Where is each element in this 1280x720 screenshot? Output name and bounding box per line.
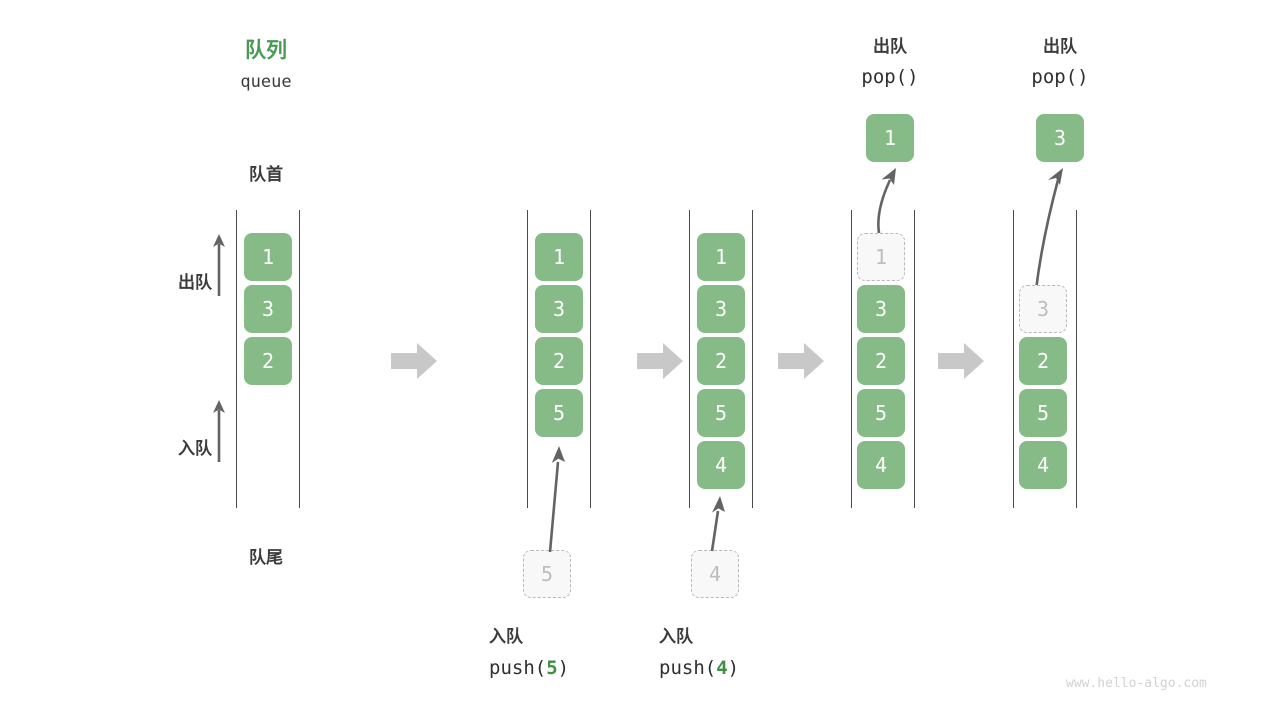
push-footer-label: 入队 — [659, 627, 693, 646]
queue-rail-right — [299, 210, 301, 508]
pop-flow-arrow-icon — [1034, 168, 1063, 291]
queue-cell: 1 — [244, 233, 292, 281]
side-label-push: 入队 — [178, 439, 212, 458]
push-direction-arrow-icon — [213, 400, 225, 462]
push-code-prefix: push( — [659, 657, 717, 679]
queue-rail-left — [851, 210, 853, 508]
pop-header-code: pop() — [861, 66, 919, 88]
popped-cell: 1 — [866, 114, 914, 162]
push-flow-arrow-icon — [548, 446, 565, 553]
queue-rail-right — [1076, 210, 1078, 508]
rear-label: 队尾 — [249, 548, 283, 567]
queue-cell-new: 5 — [535, 389, 583, 437]
step-arrow-icon — [391, 343, 437, 379]
queue-cell: 3 — [697, 285, 745, 333]
queue-rail-left — [527, 210, 529, 508]
popped-cell: 3 — [1036, 114, 1084, 162]
queue-cell: 2 — [535, 337, 583, 385]
push-flow-arrow-icon — [710, 496, 725, 552]
queue-title-cn: 队列 — [245, 39, 287, 62]
watermark: www.hello-algo.com — [1066, 676, 1207, 691]
push-code-arg: 5 — [546, 657, 558, 679]
queue-rail-right — [590, 210, 592, 508]
push-footer-label: 入队 — [489, 627, 523, 646]
queue-cell: 5 — [1019, 389, 1067, 437]
queue-cell: 2 — [697, 337, 745, 385]
queue-rail-right — [914, 210, 916, 508]
side-label-pop: 出队 — [178, 273, 212, 292]
queue-cell: 4 — [857, 441, 905, 489]
queue-cell: 3 — [857, 285, 905, 333]
front-label: 队首 — [249, 165, 283, 184]
queue-cell: 2 — [1019, 337, 1067, 385]
queue-cell: 2 — [244, 337, 292, 385]
step-arrow-icon — [778, 343, 824, 379]
pop-header-label: 出队 — [873, 37, 907, 56]
queue-cell: 4 — [1019, 441, 1067, 489]
push-code-suffix: ) — [557, 657, 570, 679]
queue-cell: 1 — [535, 233, 583, 281]
queue-cell: 1 — [697, 233, 745, 281]
push-code-prefix: push( — [489, 657, 547, 679]
queue-rail-left — [1013, 210, 1015, 508]
step-arrow-icon — [637, 343, 683, 379]
queue-cell-ghost: 3 — [1019, 285, 1067, 333]
push-code-arg: 4 — [716, 657, 728, 679]
push-code-suffix: ) — [727, 657, 740, 679]
queue-title-en: queue — [240, 72, 292, 92]
pop-header-label: 出队 — [1043, 37, 1077, 56]
pop-direction-arrow-icon — [213, 234, 225, 296]
queue-cell: 5 — [697, 389, 745, 437]
queue-cell: 3 — [244, 285, 292, 333]
queue-cell: 3 — [535, 285, 583, 333]
queue-cell: 2 — [857, 337, 905, 385]
incoming-ghost-cell: 4 — [691, 550, 739, 598]
incoming-ghost-cell: 5 — [523, 550, 571, 598]
queue-cell: 5 — [857, 389, 905, 437]
step-arrow-icon — [938, 343, 984, 379]
queue-rail-left — [236, 210, 238, 508]
queue-cell-ghost: 1 — [857, 233, 905, 281]
pop-header-code: pop() — [1031, 66, 1089, 88]
queue-rail-right — [752, 210, 754, 508]
queue-rail-left — [689, 210, 691, 508]
push-footer-code: push(5) — [489, 657, 669, 679]
push-footer-code: push(4) — [659, 657, 839, 679]
queue-cell-new: 4 — [697, 441, 745, 489]
pop-flow-arrow-icon — [877, 168, 896, 239]
